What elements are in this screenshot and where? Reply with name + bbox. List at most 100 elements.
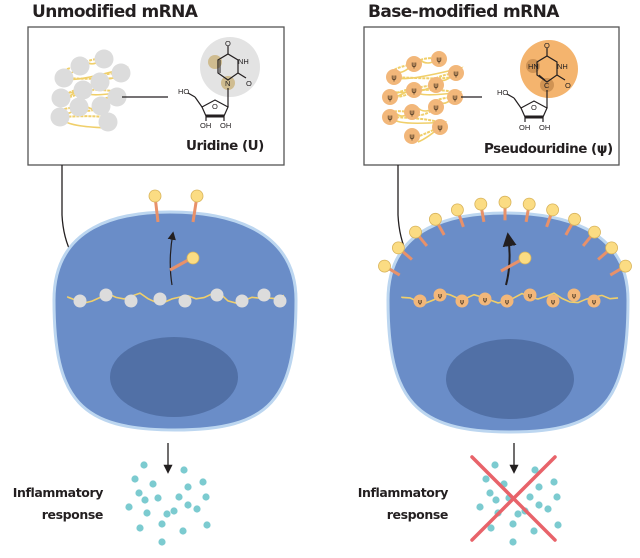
- uridine-bead: [51, 88, 71, 108]
- atom-oh-2: OH: [539, 123, 550, 132]
- pseudouridine-structure: O HN NH O C HO O OH OH: [497, 40, 578, 132]
- cytokine-dot: [476, 503, 484, 511]
- psi-symbol: ψ: [411, 60, 416, 69]
- bond: [556, 74, 566, 81]
- bond: [194, 96, 203, 108]
- cytokine-dot: [554, 521, 562, 529]
- uridine-bead: [210, 288, 224, 302]
- response-label-line1: Inflammatory: [358, 485, 449, 500]
- response-label-line2: response: [42, 507, 103, 522]
- cytokine-dot: [180, 466, 188, 474]
- receptor-head: [450, 203, 464, 217]
- cytokine-dot: [544, 505, 552, 513]
- receptors-modified: [378, 195, 632, 277]
- receptor-head: [186, 251, 200, 265]
- receptor-head: [391, 241, 405, 255]
- cytokine-dot: [199, 478, 207, 486]
- cytokine-dot: [193, 505, 201, 513]
- cytokine-dot: [482, 475, 490, 483]
- bond: [506, 93, 515, 99]
- receptor-head: [190, 189, 204, 203]
- pseudouridine-bead: [523, 288, 537, 302]
- pseudouridine-bead: [386, 69, 402, 85]
- ribose-ring: [201, 99, 229, 117]
- psi-symbol: ψ: [528, 292, 532, 300]
- bond: [513, 97, 522, 109]
- atom-o-right: O: [246, 79, 252, 88]
- cytokine-dot: [163, 510, 171, 518]
- cytokine-dot: [486, 489, 494, 497]
- psi-symbol: ψ: [387, 113, 392, 122]
- pseudouridine-bead: [433, 288, 447, 302]
- pseudouridine-bead: [546, 294, 560, 308]
- n1-highlight: [221, 76, 235, 90]
- uridine-bead: [235, 294, 249, 308]
- atom-oh-2: OH: [220, 121, 231, 130]
- base-highlight: [200, 37, 260, 97]
- base-highlight: [520, 40, 578, 98]
- cytokine-dot: [136, 524, 144, 532]
- panel-title-modified: Base-modified mRNA: [368, 2, 560, 22]
- receptor-head: [546, 203, 559, 217]
- cytokine-dot: [509, 520, 517, 528]
- receptors-unmodified: [148, 189, 204, 223]
- cytokine-dot: [140, 461, 148, 469]
- atom-o-top: O: [225, 39, 231, 48]
- uridine-bead: [98, 112, 118, 132]
- nucleoside-label-pseudouridine: Pseudouridine (ψ): [484, 141, 613, 157]
- cytokine-dot: [154, 494, 162, 502]
- pseudouridine-bead: [413, 294, 427, 308]
- cytokines-unmodified: [125, 461, 211, 546]
- atom-ho: HO: [497, 88, 508, 97]
- pseudouridine-bead: [404, 104, 420, 120]
- receptor-head: [568, 212, 581, 226]
- psi-symbol: ψ: [436, 55, 441, 64]
- cross-stroke: [470, 455, 557, 542]
- atom-o-right: O: [565, 81, 571, 90]
- response-label-line2: response: [387, 507, 448, 522]
- cytokine-dot: [514, 510, 522, 518]
- c5-highlight: [540, 78, 554, 92]
- pseudouridine-bead: [428, 99, 444, 115]
- pseudouridine-bead: [455, 294, 469, 308]
- psi-symbol: ψ: [411, 86, 416, 95]
- pseudouridine-bead: [406, 82, 422, 98]
- cytokine-dot: [531, 466, 539, 474]
- pseudouridine-bead: [567, 288, 581, 302]
- cytokine-dot: [535, 501, 543, 509]
- uridine-bead: [90, 72, 110, 92]
- cytokine-dot: [509, 538, 517, 546]
- uridine-bead: [94, 49, 114, 69]
- psi-symbol: ψ: [433, 81, 438, 90]
- nucleoside-label-uridine: Uridine (U): [186, 138, 264, 154]
- psi-symbol: ψ: [409, 132, 414, 141]
- receptor-head: [518, 251, 532, 265]
- psi-symbol: ψ: [592, 298, 596, 306]
- ribose-ring: [520, 100, 548, 118]
- nucleus: [110, 337, 238, 417]
- atom-nh: NH: [557, 62, 568, 71]
- bond: [187, 92, 196, 98]
- receptor-head: [605, 241, 618, 255]
- cytokine-dot: [530, 527, 538, 535]
- uridine-bead: [69, 97, 89, 117]
- psi-symbol: ψ: [387, 93, 392, 102]
- psi-symbol: ψ: [460, 298, 464, 306]
- atom-nh: NH: [238, 57, 249, 66]
- double-bond: [538, 74, 546, 81]
- cytokine-dot: [149, 480, 157, 488]
- atom-ho: HO: [178, 87, 189, 96]
- psi-symbol: ψ: [483, 296, 487, 304]
- atom-oh-1: OH: [200, 121, 211, 130]
- atom-c: C: [544, 81, 550, 90]
- uridine-bead: [54, 68, 74, 88]
- psi-symbol: ψ: [438, 292, 442, 300]
- uridine-bead: [257, 288, 271, 302]
- pseudouridine-bead: [448, 65, 464, 81]
- uridine-bead: [107, 87, 127, 107]
- cytokine-dot: [492, 496, 500, 504]
- uridine-bead: [70, 56, 90, 76]
